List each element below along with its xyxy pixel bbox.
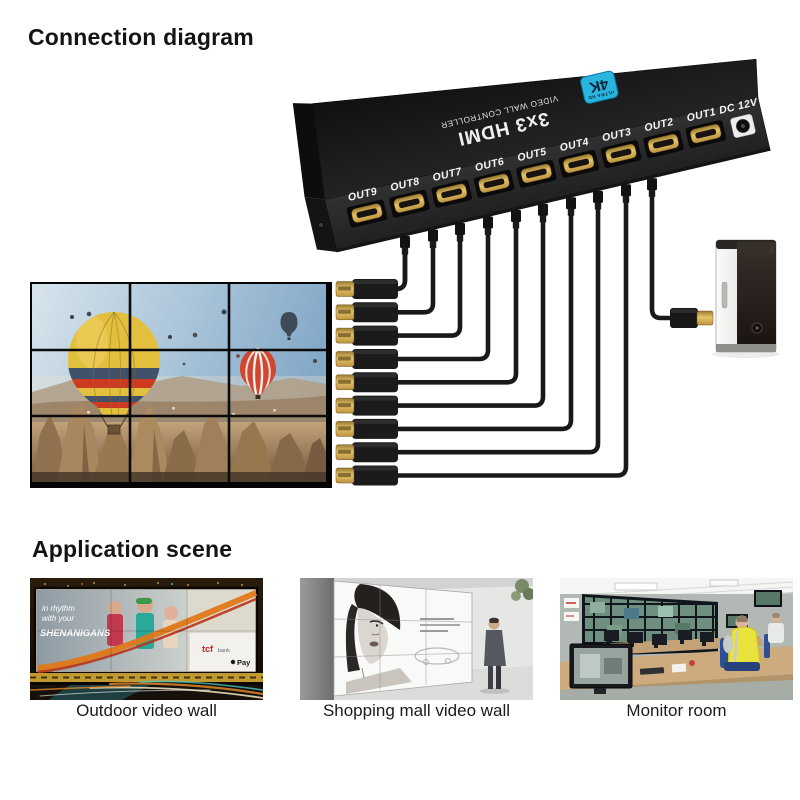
port-label-out5: OUT5 <box>516 146 548 164</box>
distant-balloon <box>192 332 198 338</box>
apple-pay-icon <box>230 659 236 665</box>
operator-hivis <box>720 615 761 671</box>
input-cable <box>647 178 714 328</box>
hot-air-balloon-dark <box>280 312 298 340</box>
keyboard <box>639 667 665 675</box>
monitor-room-image <box>559 578 794 700</box>
distant-balloon <box>182 362 186 366</box>
4k-ultra-hd-badge-icon: 4K ULTRA HD <box>580 70 619 104</box>
ceiling-light <box>709 579 739 587</box>
distant-balloon <box>86 311 92 317</box>
power-button-icon <box>751 322 763 334</box>
caption-shopping-mall-video-wall: Shopping mall video wall <box>322 701 511 720</box>
port-label-dc12v: DC 12V <box>718 96 759 117</box>
mall-video-wall <box>333 580 473 697</box>
port-label-out6: OUT6 <box>474 156 506 174</box>
output-cables <box>335 184 631 486</box>
distant-balloon <box>236 354 240 358</box>
distant-balloon <box>313 359 317 363</box>
port-label-out1: OUT1 <box>686 106 718 124</box>
foreground-monitor <box>569 643 633 694</box>
application-scene-title: Application scene <box>32 536 233 562</box>
hdmi-cable <box>335 184 631 486</box>
badge-4k-label: 4K <box>587 75 610 96</box>
caption-outdoor-video-wall: Outdoor video wall <box>76 701 217 720</box>
shopper-person <box>480 617 510 694</box>
distant-balloon <box>70 315 74 319</box>
hdmi-port-out8: OUT8 <box>389 175 430 218</box>
ceiling-light <box>614 582 658 591</box>
distant-balloon <box>221 309 227 315</box>
hdmi-cable <box>335 236 410 299</box>
papers <box>671 663 687 673</box>
hdmi-cable <box>335 223 465 346</box>
caption-monitor-room: Monitor room <box>626 701 727 720</box>
wall-grid-lines <box>32 284 326 482</box>
device-branding: 3x3 HDMI VIDEO WALL CONTROLLER <box>440 94 559 150</box>
hdmi-cable <box>335 216 493 369</box>
hot-air-balloon-large <box>68 311 160 435</box>
hdmi-cable <box>335 190 603 463</box>
billboard-line1: in rhythm <box>42 604 75 613</box>
pc-tower <box>712 239 780 358</box>
light-trails <box>29 680 265 699</box>
shopping-mall-video-wall-image <box>300 578 535 700</box>
billboard-pay-logo: Pay <box>237 658 251 667</box>
hdmi-port-out5: OUT5 <box>516 146 557 188</box>
port-label-out4: OUT4 <box>559 136 591 154</box>
port-label-out2: OUT2 <box>643 116 675 134</box>
distant-balloon <box>168 335 172 339</box>
billboard: in rhythm with your SHENANIGANS tcf bank… <box>33 586 259 675</box>
video-wall-controller-device: 3x3 HDMI VIDEO WALL CONTROLLER 4K ULTRA … <box>292 58 771 253</box>
billboard-line2: with your <box>42 614 74 623</box>
billboard-line3: SHENANIGANS <box>40 628 111 639</box>
hdmi-port-out2: OUT2 <box>643 116 684 159</box>
port-label-out8: OUT8 <box>389 175 421 193</box>
hdmi-port-out6: OUT6 <box>473 156 515 198</box>
badge-ultrahd-label: ULTRA HD <box>587 90 615 101</box>
video-wall-3x3 <box>30 282 332 488</box>
balloon-photo <box>32 284 326 482</box>
outdoor-video-wall-image: in rhythm with your SHENANIGANS tcf bank… <box>29 578 265 700</box>
brand-line2: VIDEO WALL CONTROLLER <box>440 94 559 130</box>
mug <box>689 660 695 666</box>
screw-icon <box>318 222 324 228</box>
hdmi-port-out3: OUT3 <box>600 126 642 168</box>
hdmi-port-out9: OUT9 <box>346 185 388 228</box>
hdmi-cable <box>335 203 548 416</box>
connection-diagram-title: Connection diagram <box>28 24 254 50</box>
hdmi-cable <box>335 210 521 393</box>
hdmi-cable <box>335 229 438 323</box>
wall-tv <box>754 590 782 607</box>
hdmi-port-out4: OUT4 <box>558 136 600 178</box>
hdmi-port-out1: OUT1 <box>685 106 727 149</box>
hdmi-port-out7: OUT7 <box>431 165 473 208</box>
billboard-bank-logo2: bank <box>218 648 230 654</box>
hdmi-cable <box>335 197 576 439</box>
port-label-out9: OUT9 <box>347 185 379 203</box>
plant <box>511 579 535 601</box>
billboard-bank-logo: tcf <box>202 644 214 654</box>
brand-line1: 3x3 HDMI <box>455 107 551 149</box>
dc-power-port: DC 12V <box>718 96 759 138</box>
port-label-out7: OUT7 <box>431 165 463 184</box>
port-label-out3: OUT3 <box>601 126 633 144</box>
operator-2 <box>764 612 784 658</box>
